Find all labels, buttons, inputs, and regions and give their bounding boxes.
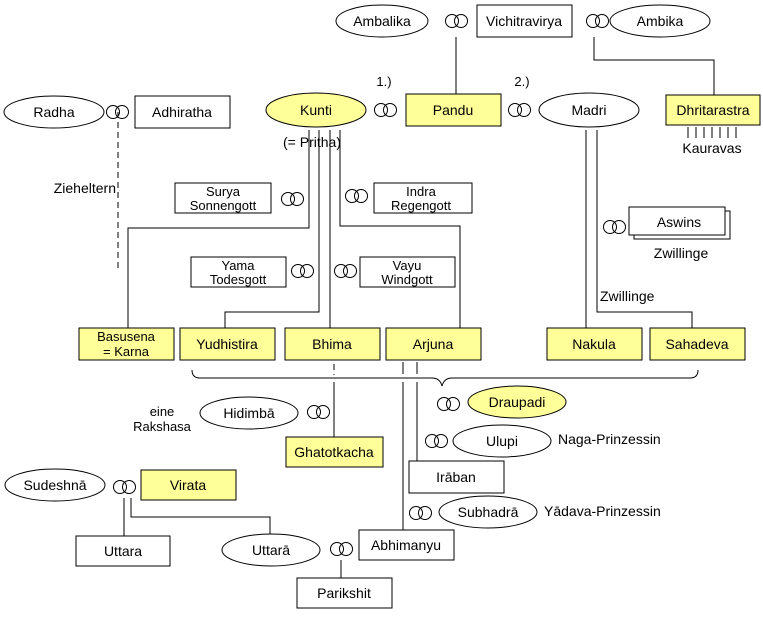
node-sahadeva: Sahadeva: [649, 327, 746, 361]
node-basusena: Basusena = Karna: [78, 327, 175, 361]
node-label: Basusena: [97, 329, 156, 344]
node-label: Bhima: [312, 336, 352, 352]
node-iraban: Irāban: [408, 460, 505, 494]
node-indra: Indra Regengott: [373, 182, 473, 214]
node-label: Hidimbā: [223, 405, 275, 421]
ring-icon: [445, 14, 468, 28]
node-sublabel: Sonnengott: [190, 198, 257, 213]
node-radha: Radha: [3, 95, 105, 129]
node-label: Vayu: [393, 258, 422, 273]
node-label: Ghatotkacha: [294, 444, 374, 460]
node-label: Yama: [222, 258, 256, 273]
node-ulupi: Ulupi: [452, 424, 552, 458]
ring-icon: [307, 405, 330, 419]
node-label: Uttara: [104, 543, 142, 559]
node-sublabel: Todesgott: [210, 272, 267, 287]
aswins-twins-label: Zwillinge: [654, 245, 709, 261]
node-label: Ulupi: [486, 433, 518, 449]
node-pandu: Pandu: [405, 93, 502, 127]
node-parikshit: Parikshit: [296, 577, 393, 609]
node-label: Indra: [406, 184, 436, 199]
first-marriage-label: 1.): [376, 74, 391, 89]
node-surya: Surya Sonnengott: [174, 182, 272, 214]
ring-icon: [113, 480, 136, 494]
sons-twins-label: Zwillinge: [600, 288, 655, 304]
ring-icon: [409, 506, 432, 520]
node-label: Sahadeva: [665, 336, 728, 352]
node-aswins: Aswins: [628, 206, 731, 240]
rakshasa-label-line1: eine: [150, 404, 175, 419]
ring-icon: [374, 103, 397, 117]
node-arjuna: Arjuna: [385, 327, 482, 361]
node-subhadra: Subhadrā: [438, 495, 538, 529]
node-label: Subhadrā: [458, 504, 519, 520]
node-label: Arjuna: [413, 336, 454, 352]
node-adhiratha: Adhiratha: [134, 95, 231, 129]
node-dhritarastra: Dhritarastra: [665, 94, 761, 126]
node-label: Abhimanyu: [371, 537, 441, 553]
node-draupadi: Draupadi: [467, 385, 567, 419]
node-label: Sudeshnā: [23, 477, 86, 493]
connector-lines: [117, 37, 737, 578]
node-sudeshna: Sudeshnā: [4, 468, 106, 502]
ring-icon: [586, 14, 609, 28]
second-marriage-label: 2.): [514, 74, 529, 89]
node-vayu: Vayu Windgott: [359, 256, 456, 288]
node-label: Nakula: [572, 336, 616, 352]
ring-icon: [425, 434, 448, 448]
node-sublabel: = Karna: [103, 344, 150, 359]
marriage-rings: [106, 14, 626, 556]
node-label: Irāban: [436, 469, 476, 485]
yadava-label: Yādava-Prinzessin: [544, 503, 661, 519]
ring-icon: [330, 542, 353, 556]
node-label: Surya: [206, 184, 241, 199]
node-hidimba: Hidimbā: [199, 396, 299, 430]
node-label: Dhritarastra: [676, 102, 749, 118]
ring-icon: [334, 264, 357, 278]
ring-icon: [291, 264, 314, 278]
node-ambalika: Ambalika: [335, 4, 429, 38]
node-label: Parikshit: [317, 585, 371, 601]
ring-icon: [603, 220, 626, 234]
node-label: Uttarā: [252, 542, 290, 558]
zieheltern-label: Zieheltern: [54, 180, 116, 196]
node-label: Vichitravirya: [486, 13, 562, 29]
kauravas-label: Kauravas: [682, 140, 741, 156]
rakshasa-label-line2: Rakshasa: [133, 419, 192, 434]
node-sublabel: Windgott: [381, 272, 433, 287]
node-virata: Virata: [140, 469, 237, 501]
node-yama: Yama Todesgott: [190, 256, 287, 288]
node-label: Adhiratha: [152, 104, 212, 120]
node-label: Aswins: [657, 214, 701, 230]
node-label: Yudhistira: [196, 336, 258, 352]
ring-icon: [106, 105, 129, 119]
ring-icon: [437, 397, 460, 411]
node-label: Radha: [33, 104, 74, 120]
node-label: Kunti: [300, 102, 332, 118]
ring-icon: [508, 103, 531, 117]
node-abhimanyu: Abhimanyu: [358, 529, 455, 561]
node-label: Ambika: [637, 13, 684, 29]
node-label: Ambalika: [353, 13, 411, 29]
node-uttara-daughter: Uttarā: [221, 533, 321, 567]
node-sublabel: Regengott: [391, 198, 451, 213]
naga-label: Naga-Prinzessin: [558, 431, 661, 447]
ring-icon: [281, 192, 304, 206]
node-label: Draupadi: [489, 394, 546, 410]
node-ghatotkacha: Ghatotkacha: [285, 436, 384, 468]
node-uttara-son: Uttara: [75, 535, 171, 567]
node-label: Madri: [571, 102, 606, 118]
node-madri: Madri: [538, 92, 640, 128]
node-label: Pandu: [433, 102, 473, 118]
node-vichitravirya: Vichitravirya: [476, 4, 573, 38]
node-ambika: Ambika: [609, 4, 711, 38]
node-kunti: Kunti: [265, 92, 367, 128]
node-bhima: Bhima: [284, 327, 381, 361]
pritha-label: (= Pritha): [283, 134, 341, 150]
node-yudhistira: Yudhistira: [179, 327, 276, 361]
ring-icon: [345, 189, 368, 203]
node-label: Virata: [170, 477, 207, 493]
node-nakula: Nakula: [546, 327, 643, 361]
